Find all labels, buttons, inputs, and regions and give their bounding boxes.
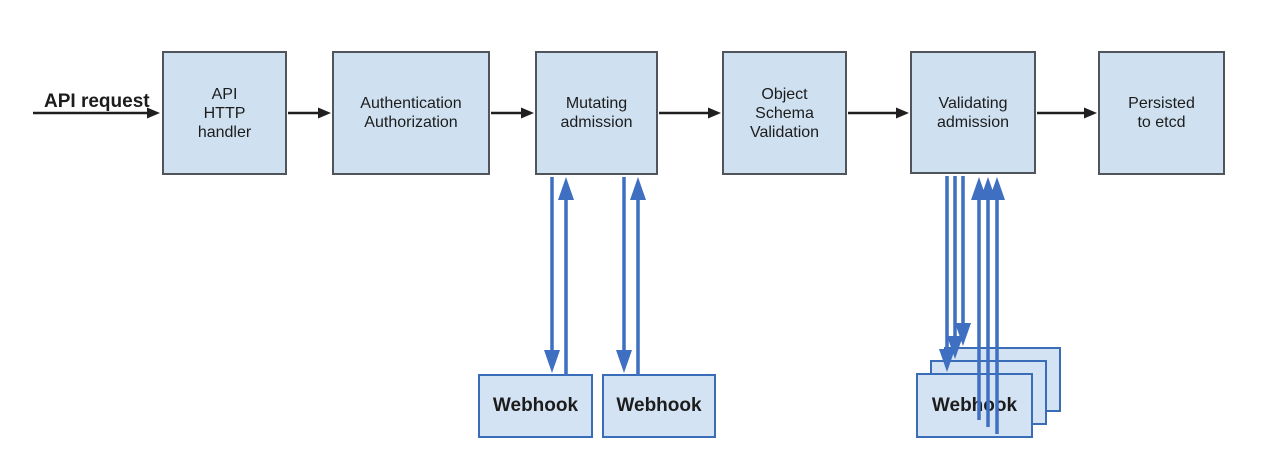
- node-object-schema-validation: Object Schema Validation: [722, 51, 847, 175]
- node-validating-admission: Validating admission: [910, 51, 1036, 174]
- node-mutating-admission-label: Mutating admission: [560, 95, 633, 131]
- node-validating-admission-label: Validating admission: [936, 94, 1010, 131]
- mutating-webhook-2: Webhook: [602, 374, 716, 438]
- validating-webhook-front: Webhook: [916, 373, 1033, 438]
- mutating-webhook-1-label: Webhook: [492, 395, 579, 416]
- mutating-webhook-2-label: Webhook: [616, 395, 702, 416]
- node-authentication-authorization: Authentication Authorization: [332, 51, 490, 175]
- node-api-http-handler: API HTTP handler: [162, 51, 287, 175]
- validating-webhook-front-label: Webhook: [931, 394, 1018, 416]
- node-persisted-to-etcd: Persisted to etcd: [1098, 51, 1225, 175]
- node-api-http-handler-label: API HTTP handler: [197, 85, 252, 141]
- api-request-label: API request: [44, 91, 150, 112]
- node-persisted-to-etcd-label: Persisted to etcd: [1128, 95, 1195, 131]
- node-authentication-authorization-label: Authentication Authorization: [360, 95, 462, 131]
- node-mutating-admission: Mutating admission: [535, 51, 658, 175]
- node-object-schema-validation-label: Object Schema Validation: [749, 85, 820, 141]
- mutating-webhook-1: Webhook: [478, 374, 593, 438]
